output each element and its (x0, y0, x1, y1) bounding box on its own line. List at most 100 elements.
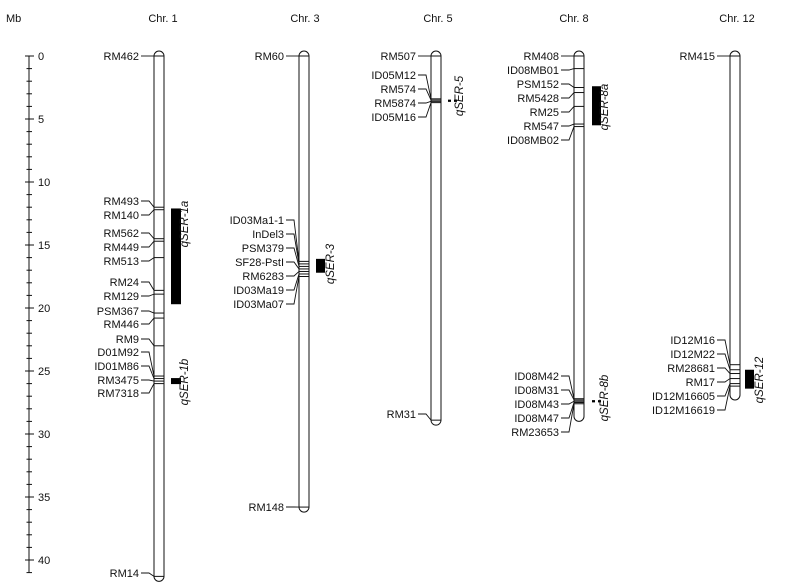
marker: ID08M43 (514, 399, 584, 411)
scale-tick-label: 0 (38, 51, 44, 63)
marker-connector (286, 276, 300, 305)
marker-label: RM493 (104, 196, 139, 208)
marker-connector (561, 375, 575, 399)
marker: RM7318 (97, 383, 164, 400)
marker-connector (141, 257, 155, 262)
marker: RM462 (104, 51, 164, 63)
marker-label: RM562 (104, 228, 139, 240)
marker-label: RM140 (104, 210, 139, 222)
marker-label: ID03Ma19 (233, 285, 284, 297)
marker-label: RM462 (104, 51, 139, 63)
marker-label: D01M92 (97, 347, 139, 359)
marker-connector (561, 123, 575, 127)
chromosome-chr3: Chr. 3 RM60ID03Ma1-1InDel3PSM379SF28-PstI… (230, 13, 337, 514)
marker-connector (286, 219, 300, 262)
marker-label: RM547 (524, 121, 559, 133)
marker-connector (561, 403, 575, 433)
marker: ID03Ma19 (233, 273, 309, 297)
marker: RM9 (116, 334, 164, 347)
marker-label: RM14 (110, 568, 139, 580)
marker-connector (286, 233, 300, 264)
marker: RM6283 (242, 270, 309, 283)
marker-connector (286, 261, 300, 270)
qtl: qSER-5 (448, 75, 466, 116)
marker: RM28681 (667, 363, 740, 375)
marker: RM14 (110, 568, 164, 580)
chromosome-chr12: Chr. 12RM415ID12M16ID12M22RM28681RM17ID1… (652, 13, 766, 417)
marker-label: RM408 (524, 51, 559, 63)
qtl-interval-bar (592, 86, 601, 126)
scale-tick-label: 15 (38, 240, 50, 252)
scale-tick-label: 30 (38, 429, 50, 441)
qtl-label: qSER-3 (325, 243, 337, 284)
marker-label: RM60 (255, 51, 284, 63)
marker-connector (141, 232, 155, 239)
marker-connector (418, 88, 432, 101)
marker-connector (141, 209, 155, 216)
marker-connector (141, 338, 155, 347)
marker: RM24 (110, 277, 164, 291)
marker: RM129 (104, 291, 164, 303)
marker-connector (561, 92, 575, 99)
marker: ID03Ma07 (233, 276, 309, 311)
chromosome-title: Chr. 3 (290, 13, 319, 25)
scale-tick-label: 10 (38, 177, 50, 189)
qtl-interval-bar (171, 208, 181, 305)
chromosome-title: Chr. 1 (148, 13, 177, 25)
marker: RM547 (524, 121, 584, 133)
marker-connector (286, 271, 300, 277)
marker-connector (418, 100, 432, 104)
marker-connector (561, 126, 575, 141)
marker-label: PSM379 (242, 243, 284, 255)
chromosome-bar (430, 50, 442, 426)
marker-label: ID08M43 (514, 399, 559, 411)
marker: SF28-PstI (235, 257, 309, 270)
marker-label: RM31 (387, 409, 416, 421)
marker: ID03Ma1-1 (230, 215, 309, 262)
marker-label: PSM152 (517, 79, 559, 91)
marker: ID05M12 (371, 70, 441, 100)
marker-connector (717, 386, 731, 411)
marker-connector (561, 106, 575, 113)
marker-connector (141, 572, 155, 577)
marker-label: RM449 (104, 242, 139, 254)
marker-label: InDel3 (252, 229, 284, 241)
marker-label: RM7318 (97, 388, 139, 400)
marker-connector (141, 293, 155, 297)
marker-label: RM446 (104, 319, 139, 331)
chromosome-title: Chr. 5 (423, 13, 452, 25)
marker-connector (717, 353, 731, 370)
marker-label: ID03Ma1-1 (230, 215, 284, 227)
marker-label: RM129 (104, 291, 139, 303)
marker-label: RM24 (110, 277, 139, 289)
marker: RM446 (104, 317, 164, 331)
marker: RM507 (381, 51, 441, 63)
marker-label: RM23653 (511, 427, 559, 439)
marker: PSM379 (242, 243, 309, 267)
scale-tick-label: 25 (38, 366, 50, 378)
qtl-interval-bar (316, 258, 325, 273)
chromosome-bar (573, 50, 585, 422)
marker: PSM152 (517, 79, 584, 91)
marker: RM60 (255, 51, 309, 63)
marker-label: PSM367 (97, 306, 139, 318)
marker-label: RM3475 (97, 375, 139, 387)
marker-label: ID08M47 (514, 413, 559, 425)
marker-connector (418, 413, 432, 421)
marker-connector (717, 378, 731, 383)
qtl: qSER-3 (316, 243, 337, 284)
marker: RM3475 (97, 375, 164, 387)
marker-label: RM6283 (242, 271, 284, 283)
marker: RM449 (104, 240, 164, 254)
marker: RM25 (530, 105, 584, 119)
marker-label: SF28-PstI (235, 257, 284, 269)
chromosome-title: Chr. 8 (559, 13, 588, 25)
marker-label: RM25 (530, 107, 559, 119)
marker: RM513 (104, 256, 164, 268)
marker-label: RM28681 (667, 363, 715, 375)
marker-label: ID05M12 (371, 70, 416, 82)
qtl-label: qSER-5 (454, 75, 466, 116)
marker: RM5874 (374, 98, 441, 110)
marker: ID08MB01 (507, 65, 584, 77)
